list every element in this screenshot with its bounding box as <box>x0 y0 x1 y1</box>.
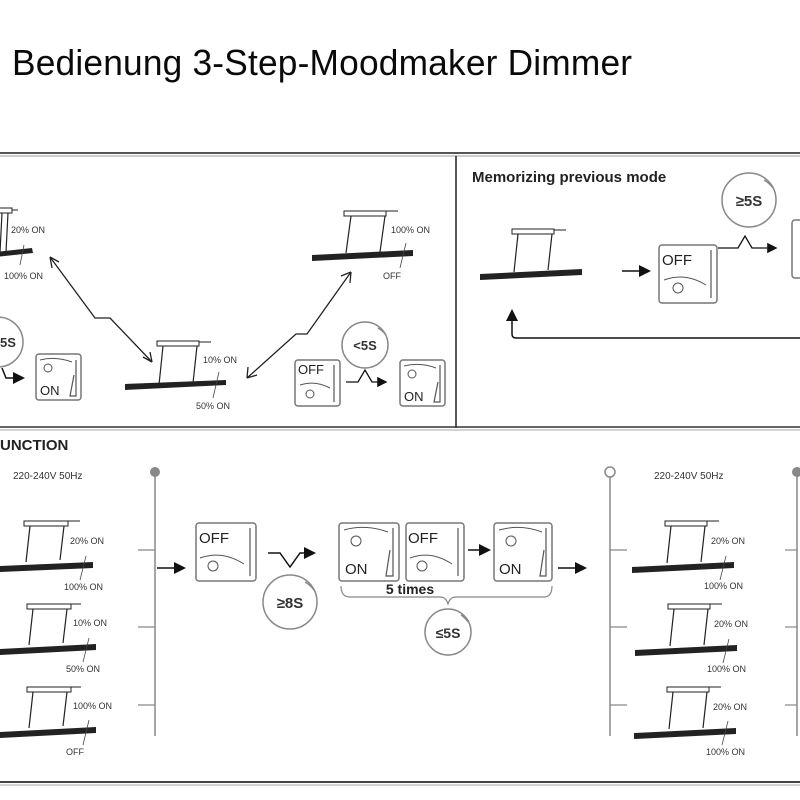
left-lamp-2-lower-label: 50% ON <box>66 664 100 674</box>
panel-mode-cycle: 20% ON 100% ON 10% ON 50% ON <box>0 207 446 411</box>
return-arrow <box>506 309 800 339</box>
rail-dot-open <box>604 466 616 478</box>
timer-icon: 5S <box>0 316 24 368</box>
left-lamp-3-upper-label: 100% ON <box>73 701 112 711</box>
svg-text:OFF: OFF <box>199 530 229 547</box>
timer-icon: ≥5S <box>721 172 777 228</box>
timer-icon: ≥8S <box>262 574 318 630</box>
timer-icon: <5S <box>341 321 389 369</box>
lamp-2-lower-label: 50% ON <box>196 401 230 411</box>
lamp-icon <box>480 228 582 280</box>
right-lamp-2-upper-label: 20% ON <box>714 619 748 629</box>
svg-text:ON: ON <box>40 383 60 398</box>
panel-memorizing: Memorizing previous mode OFF ≥5S <box>472 169 800 339</box>
zigzag-arrow-left <box>49 256 153 363</box>
lamp-2-upper-label: 10% ON <box>203 355 237 365</box>
left-lamp-2-upper-label: 10% ON <box>73 618 107 628</box>
svg-text:ON: ON <box>404 389 424 404</box>
rail-dot-filled <box>792 467 800 477</box>
switch-off-icon: OFF <box>294 359 341 407</box>
right-lamp-3-upper-label: 20% ON <box>713 702 747 712</box>
switch-off-icon: OFF <box>405 522 465 582</box>
lamp-icon <box>634 686 736 746</box>
repeat-count-label: 5 times <box>386 581 434 597</box>
switch-on-icon: ON <box>338 522 400 582</box>
lamp-icon <box>0 520 93 581</box>
right-lamp-2-lower-label: 100% ON <box>707 664 746 674</box>
timer-left-label: 5S <box>0 335 16 350</box>
section-title-function: UNCTION <box>0 437 68 454</box>
switch-off-icon: OFF <box>658 244 718 304</box>
lamp-3-upper-label: 100% ON <box>391 225 430 235</box>
lamp-icon <box>125 340 226 399</box>
lamp-icon <box>312 210 413 269</box>
lamp-icon <box>632 520 734 581</box>
lamp-1-upper-label: 20% ON <box>11 225 45 235</box>
right-lamp-1-upper-label: 20% ON <box>711 536 745 546</box>
svg-text:OFF: OFF <box>662 252 692 269</box>
repeat-brace <box>340 585 553 607</box>
timer-icon: ≤5S <box>424 608 472 656</box>
switch-on-icon: ON <box>35 353 82 401</box>
svg-text:ON: ON <box>499 561 522 578</box>
timer-hold-label: ≥8S <box>277 595 304 612</box>
lamp-icon <box>0 603 96 663</box>
panel-borders <box>0 152 800 786</box>
timer-memorize-label: ≥5S <box>736 193 763 210</box>
lamp-icon <box>635 603 737 664</box>
lamp-icon <box>0 686 96 746</box>
page-title: Bedienung 3-Step-Moodmaker Dimmer <box>12 42 633 83</box>
section-title-memorizing: Memorizing previous mode <box>472 169 666 186</box>
zigzag-arrow-right <box>246 271 352 379</box>
switch-icon <box>791 219 800 279</box>
lamp-1-lower-label: 100% ON <box>4 271 43 281</box>
left-lamp-1-upper-label: 20% ON <box>70 536 104 546</box>
voltage-label-right: 220-240V 50Hz <box>654 471 724 482</box>
svg-text:ON: ON <box>345 561 368 578</box>
lamp-3-lower-label: OFF <box>383 271 401 281</box>
switch-on-icon: ON <box>399 359 446 407</box>
left-lamp-3-lower-label: OFF <box>66 747 84 757</box>
timer-right-label: <5S <box>353 338 377 353</box>
timer-repeat-label: ≤5S <box>436 625 461 641</box>
voltage-label-left: 220-240V 50Hz <box>13 471 83 482</box>
left-lamp-1-lower-label: 100% ON <box>64 582 103 592</box>
right-lamp-3-lower-label: 100% ON <box>706 747 745 757</box>
svg-text:OFF: OFF <box>408 530 438 547</box>
panel-function: UNCTION 220-240V 50Hz 20% ON 100% ON 10%… <box>0 437 800 757</box>
switch-off-icon: OFF <box>195 522 257 582</box>
svg-text:OFF: OFF <box>298 362 324 377</box>
lamp-icon <box>0 207 33 266</box>
right-lamp-1-lower-label: 100% ON <box>704 581 743 591</box>
switch-on-icon: ON <box>493 522 553 582</box>
